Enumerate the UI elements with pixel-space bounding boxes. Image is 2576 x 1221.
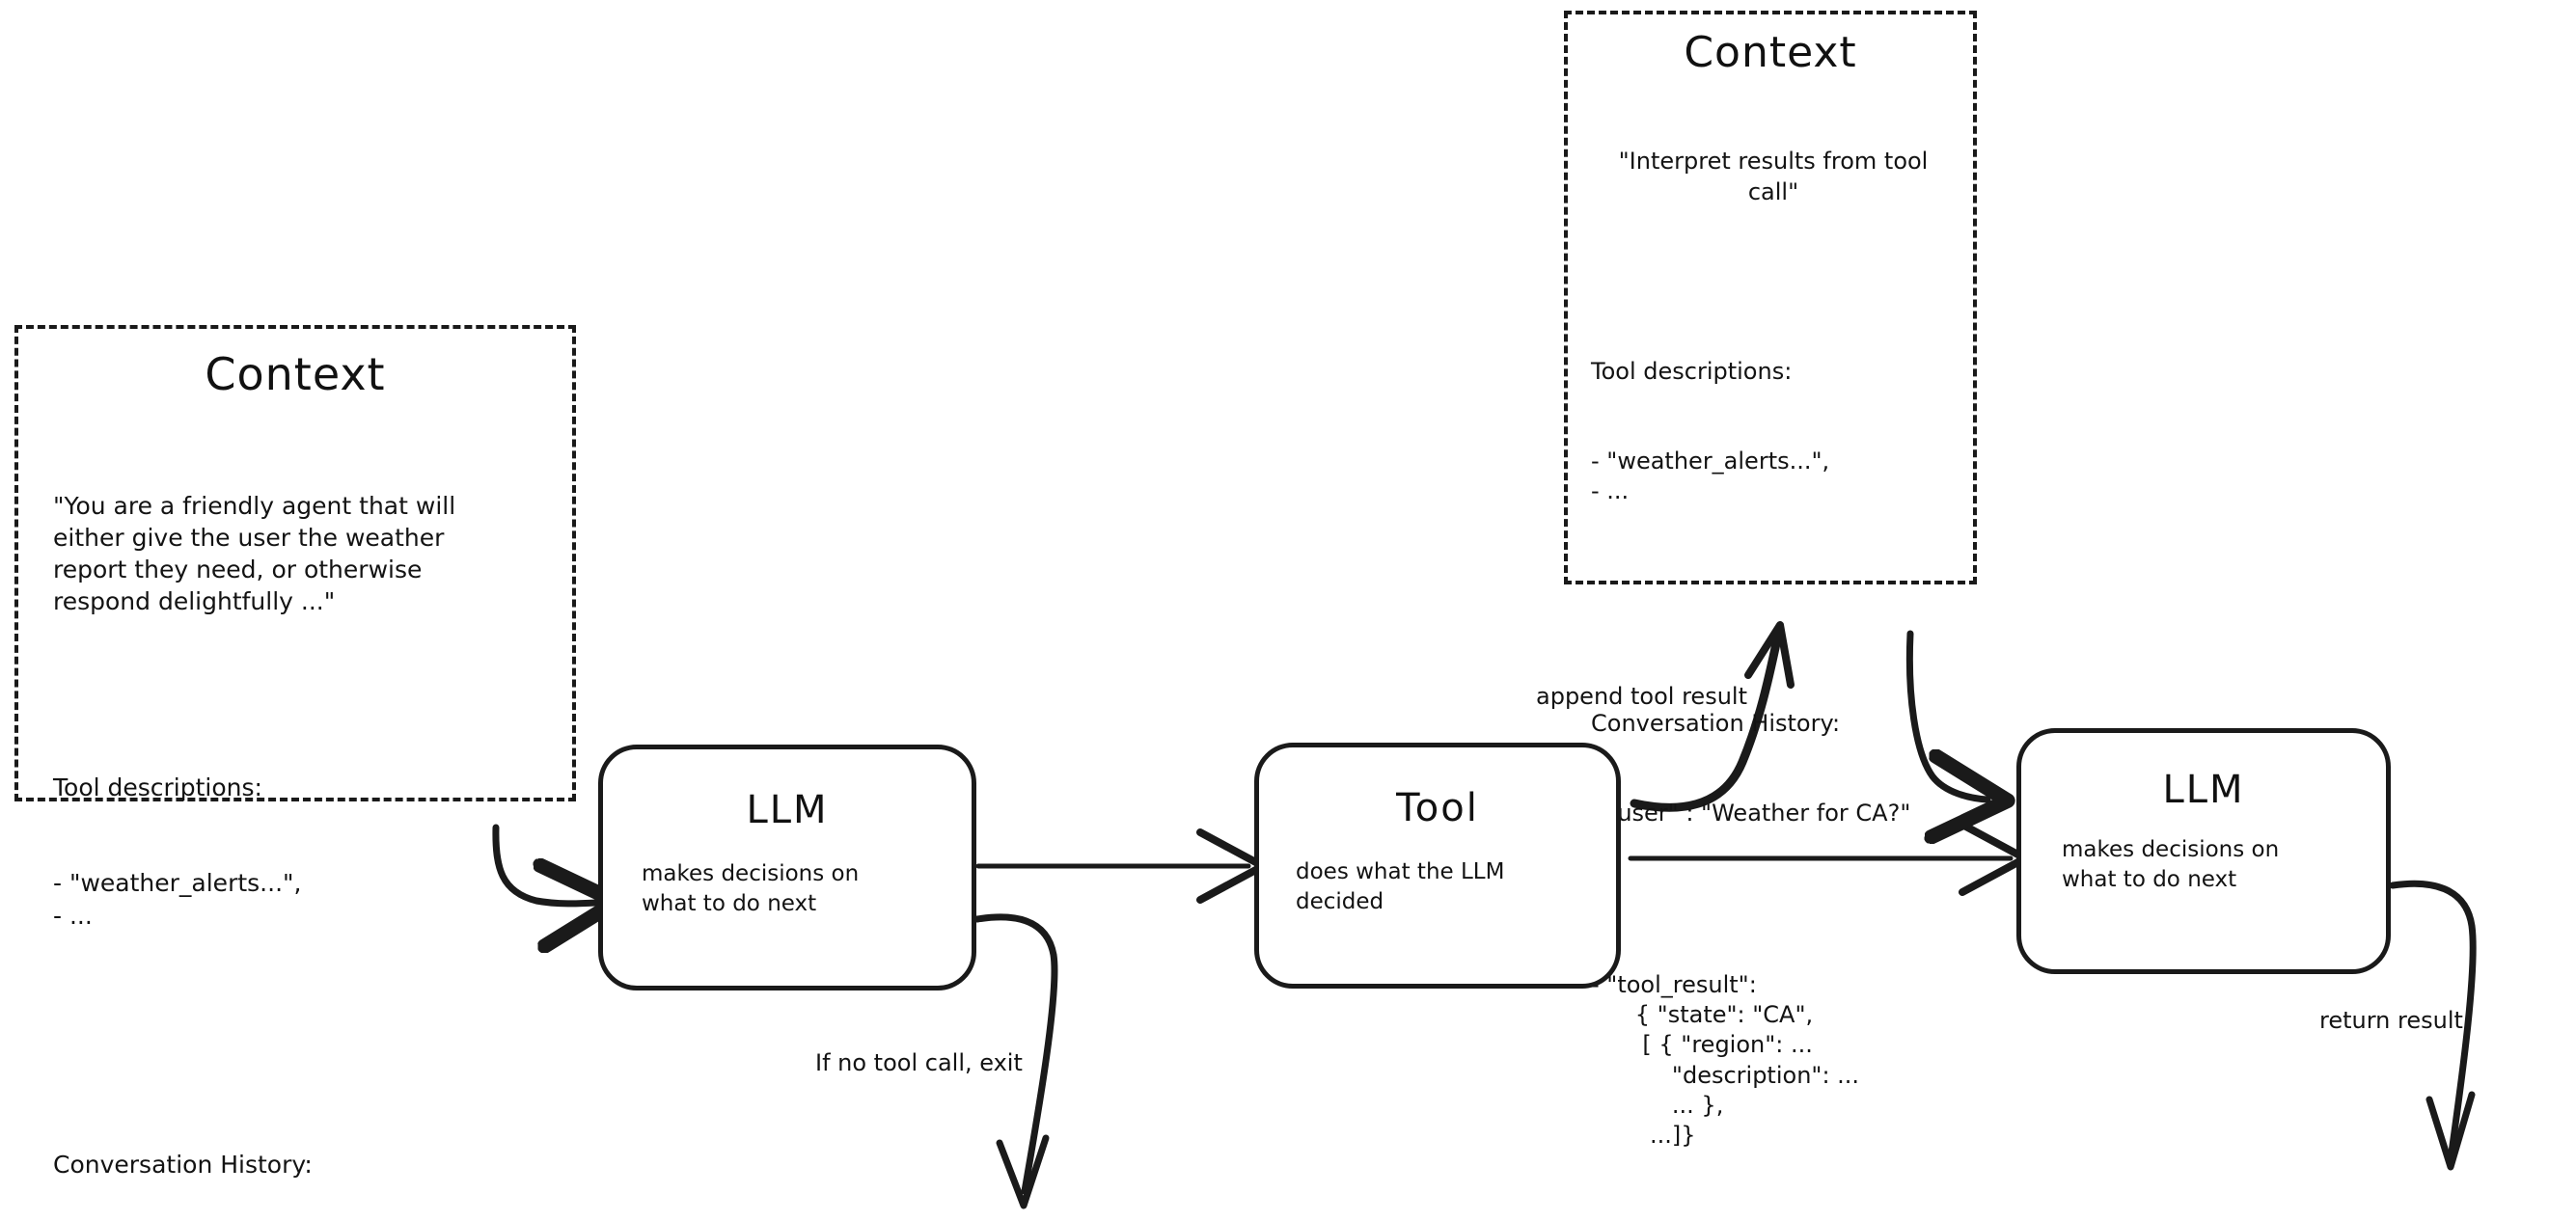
- edge-label-if-no-tool-call-exit: If no tool call, exit: [815, 1049, 1023, 1076]
- node-llm-1-title: LLM: [746, 788, 829, 832]
- context-left-tool-descriptions-items: - "weather_alerts...", - ...: [53, 869, 302, 930]
- context-panel-left: Context "You are a friendly agent that w…: [14, 325, 576, 1179]
- node-llm-2-title: LLM: [2162, 768, 2245, 812]
- node-llm-1[interactable]: LLM makes decisions on what to do next: [598, 745, 976, 990]
- node-llm-1-subtitle: makes decisions on what to do next: [642, 861, 860, 917]
- context-left-body: "You are a friendly agent that will eith…: [40, 425, 551, 1221]
- node-tool-subtitle: does what the LLM decided: [1296, 859, 1505, 915]
- node-tool[interactable]: Tool does what the LLM decided: [1254, 743, 1621, 989]
- context-panel-right: Context "Interpret results from tool cal…: [1564, 11, 1977, 1149]
- context-left-conversation-history-heading: Conversation History:: [53, 1151, 313, 1180]
- node-llm-2[interactable]: LLM makes decisions on what to do next: [2016, 728, 2391, 974]
- context-left-tool-descriptions-heading: Tool descriptions:: [53, 773, 262, 801]
- edge-label-return-result: return result: [2319, 1007, 2463, 1034]
- context-right-body: "Interpret results from tool call" Tool …: [1585, 87, 1956, 1221]
- node-tool-title: Tool: [1396, 786, 1479, 830]
- context-right-tool-descriptions-heading: Tool descriptions:: [1591, 357, 1793, 385]
- context-right-title: Context: [1684, 28, 1857, 77]
- context-right-conversation-history-heading: Conversation History:: [1591, 709, 1841, 737]
- edge-label-append-tool-result: append tool result: [1536, 683, 1747, 710]
- context-left-system-prompt: "You are a friendly agent that will eith…: [53, 491, 456, 616]
- context-right-conversation-history-user: - "user" : "Weather for CA?": [1591, 800, 1911, 828]
- context-right-system-prompt: "Interpret results from tool call": [1618, 148, 1935, 205]
- context-left-title: Context: [205, 348, 386, 400]
- context-right-tool-descriptions-items: - "weather_alerts...", - ...: [1591, 448, 1830, 505]
- context-right-tool-result-block: - "tool_result": { "state": "CA", [ { "r…: [1591, 971, 1860, 1149]
- node-llm-2-subtitle: makes decisions on what to do next: [2062, 837, 2280, 893]
